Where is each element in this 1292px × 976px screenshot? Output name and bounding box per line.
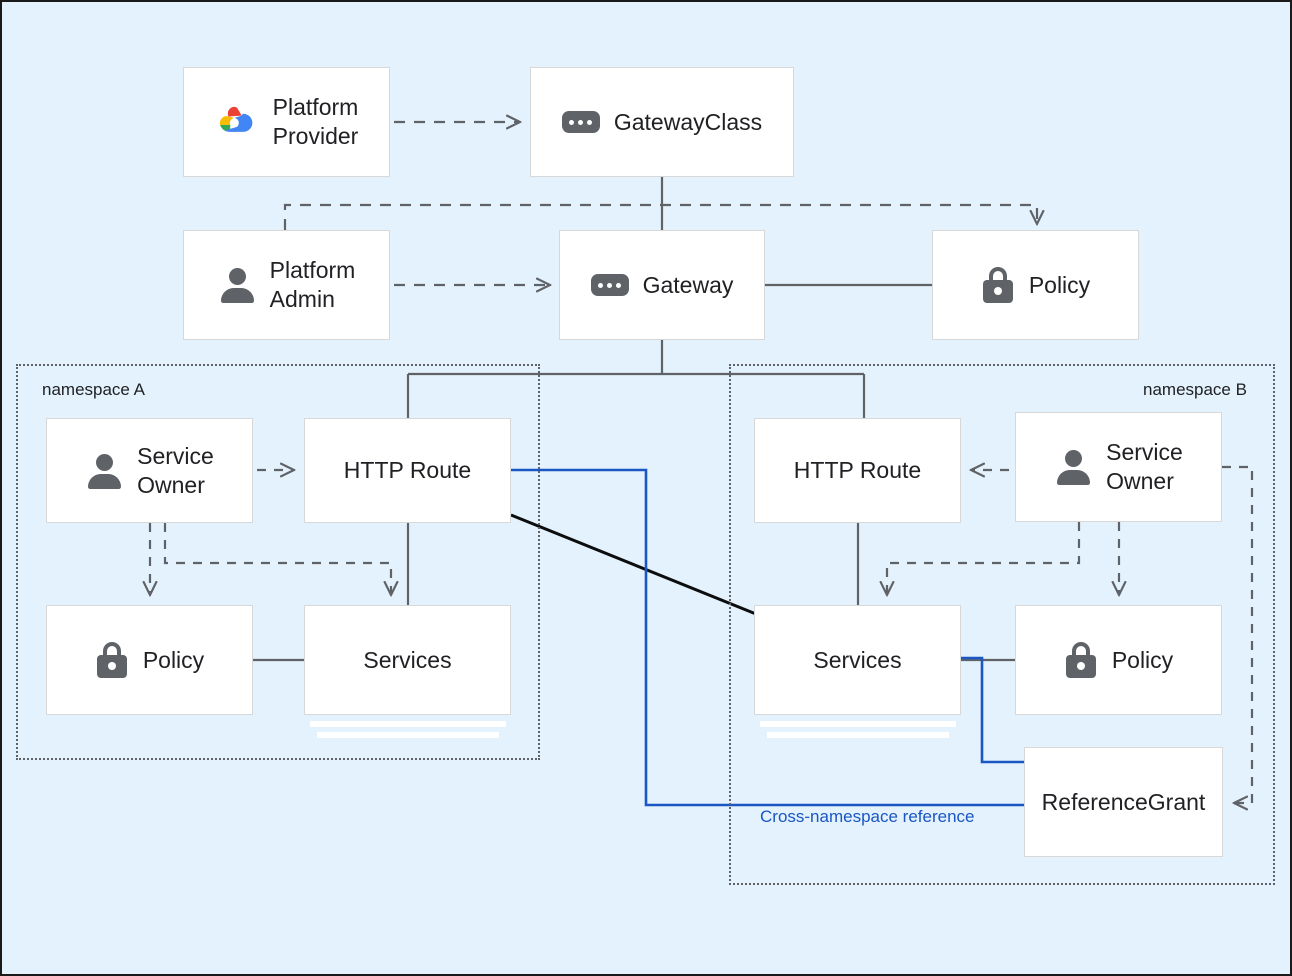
node-platform-provider[interactable]: Platform Provider <box>183 67 390 177</box>
node-gateway[interactable]: Gateway <box>559 230 765 340</box>
node-service-owner-a[interactable]: Service Owner <box>46 418 253 523</box>
node-platform-admin[interactable]: Platform Admin <box>183 230 390 340</box>
node-http-route-a-label: HTTP Route <box>343 457 472 484</box>
node-policy-a[interactable]: Policy <box>46 605 253 715</box>
node-reference-grant[interactable]: ReferenceGrant <box>1024 747 1223 857</box>
node-service-owner-a-label: Service Owner <box>137 442 214 498</box>
cross-namespace-reference-label: Cross-namespace reference <box>760 807 975 826</box>
node-http-route-b[interactable]: HTTP Route <box>754 418 961 523</box>
node-http-route-a[interactable]: HTTP Route <box>304 418 511 523</box>
node-policy-a-label: Policy <box>142 646 205 673</box>
node-service-owner-b-label: Service Owner <box>1106 439 1183 494</box>
node-services-b[interactable]: Services <box>754 605 961 715</box>
gateway-icon <box>590 274 629 296</box>
lock-icon <box>981 267 1015 303</box>
google-cloud-icon <box>215 103 259 141</box>
node-platform-admin-label: Platform Admin <box>269 257 356 312</box>
node-gateway-label: Gateway <box>642 271 734 298</box>
person-icon <box>85 453 123 489</box>
services-b-stack-bar-1 <box>760 721 956 727</box>
person-icon <box>218 268 256 303</box>
node-services-a-label: Services <box>363 646 452 673</box>
node-policy-top-label: Policy <box>1028 271 1091 298</box>
services-a-stack-bar-2 <box>317 732 499 738</box>
services-b-stack-bar-2 <box>767 732 949 738</box>
person-icon <box>1054 450 1092 485</box>
lock-icon <box>1064 642 1098 678</box>
node-platform-provider-label: Platform Provider <box>272 94 359 149</box>
node-policy-top[interactable]: Policy <box>932 230 1139 340</box>
node-services-a[interactable]: Services <box>304 605 511 715</box>
node-policy-b-label: Policy <box>1111 646 1174 673</box>
node-http-route-b-label: HTTP Route <box>793 457 922 484</box>
node-gatewayclass-label: GatewayClass <box>613 108 763 135</box>
namespace-b-label: namespace B <box>1143 380 1247 399</box>
node-services-b-label: Services <box>813 646 902 673</box>
node-gatewayclass[interactable]: GatewayClass <box>530 67 794 177</box>
namespace-a-label: namespace A <box>42 380 146 399</box>
gateway-icon <box>561 111 600 133</box>
edge-routeA-to-servicesB-diagonal <box>510 513 757 616</box>
lock-icon <box>95 642 129 678</box>
node-service-owner-b[interactable]: Service Owner <box>1015 412 1222 522</box>
node-policy-b[interactable]: Policy <box>1015 605 1222 715</box>
edge-gatewayclass-rail <box>283 203 1037 230</box>
services-a-stack-bar-1 <box>310 721 506 727</box>
node-reference-grant-label: ReferenceGrant <box>1041 788 1206 815</box>
